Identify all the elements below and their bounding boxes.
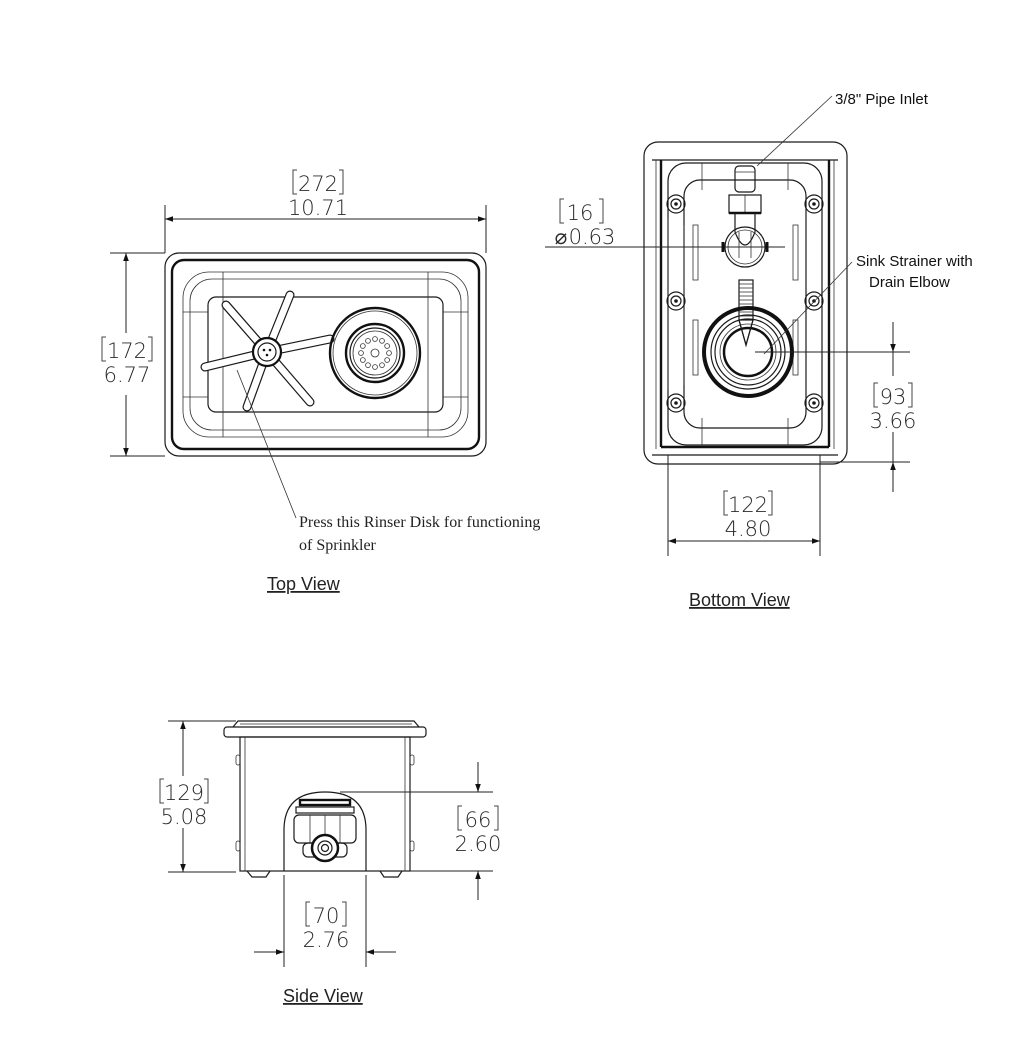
drain-width-mm: 70 xyxy=(313,904,340,928)
top-width-dimension: 272 10.71 xyxy=(288,169,348,220)
top-view-inner-rim xyxy=(170,258,481,451)
strainer-hole xyxy=(384,343,390,349)
side-view-title: Side View xyxy=(283,986,364,1006)
top-view: 272 10.71 172 6.77 Press this Rinser Dis… xyxy=(101,169,540,594)
side-view-body xyxy=(239,736,411,872)
bottom-width-mm: 122 xyxy=(728,493,768,517)
inlet-diameter-dimension: 16 ⌀ 0.63 xyxy=(555,198,616,249)
top-height-in: 6.77 xyxy=(104,363,151,387)
side-view-drain-assembly xyxy=(283,791,367,871)
drain-width-in: 2.76 xyxy=(303,928,350,952)
top-width-mm: 272 xyxy=(298,172,338,196)
strainer-hole xyxy=(372,336,378,342)
strainer-hole xyxy=(360,343,366,349)
inlet-diameter-mm: 16 xyxy=(567,201,594,225)
strainer-hole xyxy=(365,362,371,368)
top-view-drain-strainer xyxy=(328,306,422,400)
strainer-hole xyxy=(384,357,390,363)
rinser-callout-line1: Press this Rinser Disk for functioning xyxy=(299,514,540,531)
side-height-mm: 129 xyxy=(164,781,204,805)
drain-width-dimension: 70 2.76 xyxy=(303,901,350,952)
top-height-mm: 172 xyxy=(107,339,147,363)
top-height-dimension: 172 6.77 xyxy=(101,336,153,387)
strainer-label-line1: Sink Strainer with xyxy=(856,253,973,270)
inlet-diameter-in: 0.63 xyxy=(569,225,616,249)
top-view-basin-floor xyxy=(207,296,444,413)
strainer-hole xyxy=(379,362,385,368)
drain-height-mm: 66 xyxy=(465,808,492,832)
top-width-in: 10.71 xyxy=(288,196,348,220)
strainer-offset-in: 3.66 xyxy=(870,409,917,433)
mounting-bosses xyxy=(666,194,824,413)
diameter-symbol: ⌀ xyxy=(555,225,568,249)
side-height-dimension: 129 5.08 xyxy=(159,778,209,829)
bottom-view-outer-frame xyxy=(643,141,848,465)
bottom-width-in: 4.80 xyxy=(725,517,772,541)
top-view-title: Top View xyxy=(267,574,341,594)
strainer-offset-mm: 93 xyxy=(880,385,907,409)
strainer-hole xyxy=(365,338,371,344)
pipe-inlet-fitting xyxy=(724,165,766,268)
side-view: 129 5.08 66 2.60 70 2.76 Side View xyxy=(159,720,502,1006)
strainer-hole xyxy=(360,357,366,363)
drain-height-dimension: 66 2.60 xyxy=(455,805,502,856)
pipe-inlet-label: 3/8" Pipe Inlet xyxy=(835,91,929,108)
drain-height-in: 2.60 xyxy=(455,832,502,856)
strainer-offset-dimension: 93 3.66 xyxy=(870,382,917,433)
bottom-width-dimension: 122 4.80 xyxy=(723,490,773,541)
side-height-in: 5.08 xyxy=(161,805,208,829)
bottom-view-title: Bottom View xyxy=(689,590,791,610)
bottom-view: 3/8" Pipe Inlet Sink Strainer with Drain… xyxy=(545,91,973,610)
top-view-outer-rim xyxy=(164,252,487,457)
strainer-hole xyxy=(358,350,364,356)
strainer-hole xyxy=(379,338,385,344)
rinser-disk-sprinkler xyxy=(200,290,335,412)
strainer-label-line2: Drain Elbow xyxy=(869,274,950,291)
side-view-flange xyxy=(223,726,427,738)
strainer-hole xyxy=(386,350,392,356)
rinser-callout-line2: of Sprinkler xyxy=(299,537,377,554)
strainer-hole xyxy=(372,364,378,370)
drain-elbow xyxy=(738,279,754,348)
